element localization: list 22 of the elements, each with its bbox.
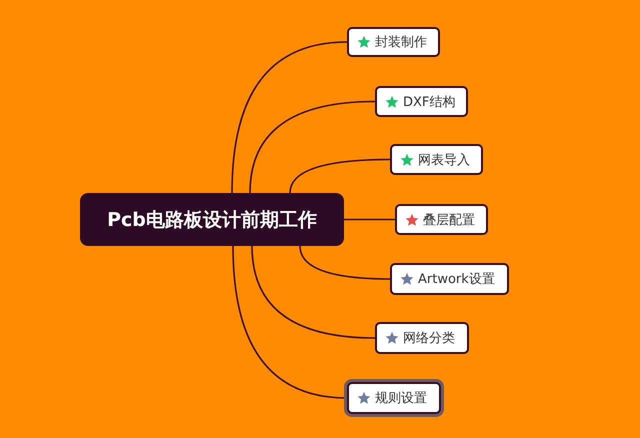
topic-label: 网表导入 xyxy=(418,152,470,168)
connector-line xyxy=(299,246,390,280)
connector-line xyxy=(231,41,348,194)
topic-box xyxy=(390,263,509,295)
topic-box xyxy=(390,144,483,175)
connector-line xyxy=(289,158,390,194)
topic-label: 规则设置 xyxy=(375,390,427,407)
topic-label: 网络分类 xyxy=(403,330,455,347)
topic-label: DXF结构 xyxy=(403,94,456,110)
root-topic-box xyxy=(80,193,344,246)
topic-box xyxy=(347,382,441,414)
topic-label: 封装制作 xyxy=(375,34,427,51)
topic-label: 叠层配置 xyxy=(423,212,475,228)
topic-box xyxy=(375,86,468,117)
connector-line xyxy=(344,218,395,220)
topic-box xyxy=(347,27,440,57)
connector-line xyxy=(251,246,376,339)
connector-line xyxy=(249,100,376,194)
topic-label: Artwork设置 xyxy=(418,271,495,288)
topic-box xyxy=(395,204,488,235)
topic-box xyxy=(375,322,469,354)
root-title: Pcb电路板设计前期工作 xyxy=(107,208,317,232)
